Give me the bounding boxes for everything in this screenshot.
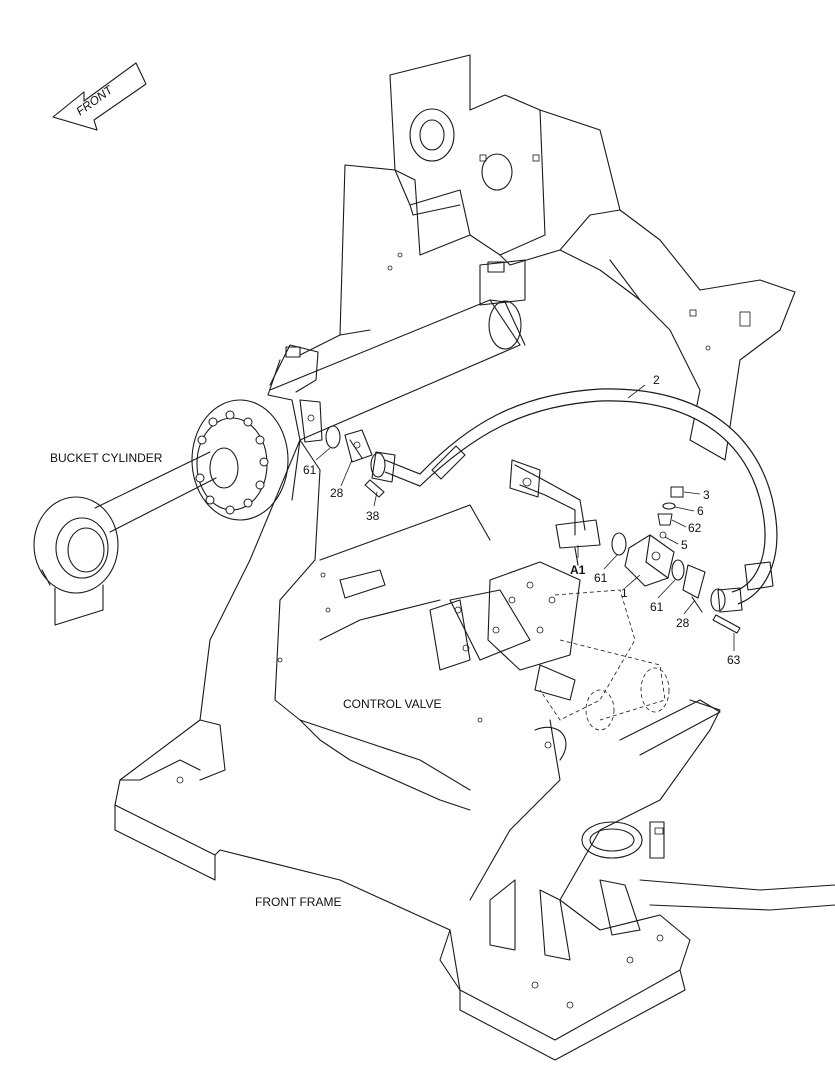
callout-61-mid: 61	[594, 571, 608, 585]
hose-assembly	[370, 388, 778, 613]
callout-61-right: 61	[650, 600, 664, 614]
front-arrow-icon: FRONT	[52, 62, 147, 131]
bucket-cylinder	[33, 259, 526, 626]
callout-3: 3	[703, 488, 710, 502]
callout-2: 2	[653, 373, 660, 387]
front-frame-body	[114, 334, 835, 1061]
control-valve-tube	[509, 459, 601, 566]
bucket-cylinder-label: BUCKET CYLINDER	[50, 451, 163, 465]
right-fitting-kit	[611, 486, 741, 634]
callout-6: 6	[697, 504, 704, 518]
front-frame-tower	[339, 54, 796, 461]
callout-a1: A1	[570, 563, 586, 577]
callout-62: 62	[688, 521, 702, 535]
callout-38: 38	[366, 509, 380, 523]
callout-28-right: 28	[676, 616, 690, 630]
callout-28-left: 28	[330, 486, 344, 500]
flange-bolts	[195, 410, 269, 515]
front-arrow-label: FRONT	[74, 82, 117, 119]
control-valve	[429, 561, 670, 731]
front-frame-label: FRONT FRAME	[255, 895, 341, 909]
callout-5: 5	[681, 538, 688, 552]
callout-61-left: 61	[303, 463, 317, 477]
callout-1: 1	[621, 586, 628, 600]
left-flange-kit	[325, 425, 385, 498]
control-valve-label: CONTROL VALVE	[343, 697, 441, 711]
callout-63: 63	[727, 653, 741, 667]
leader-lines	[315, 384, 735, 651]
